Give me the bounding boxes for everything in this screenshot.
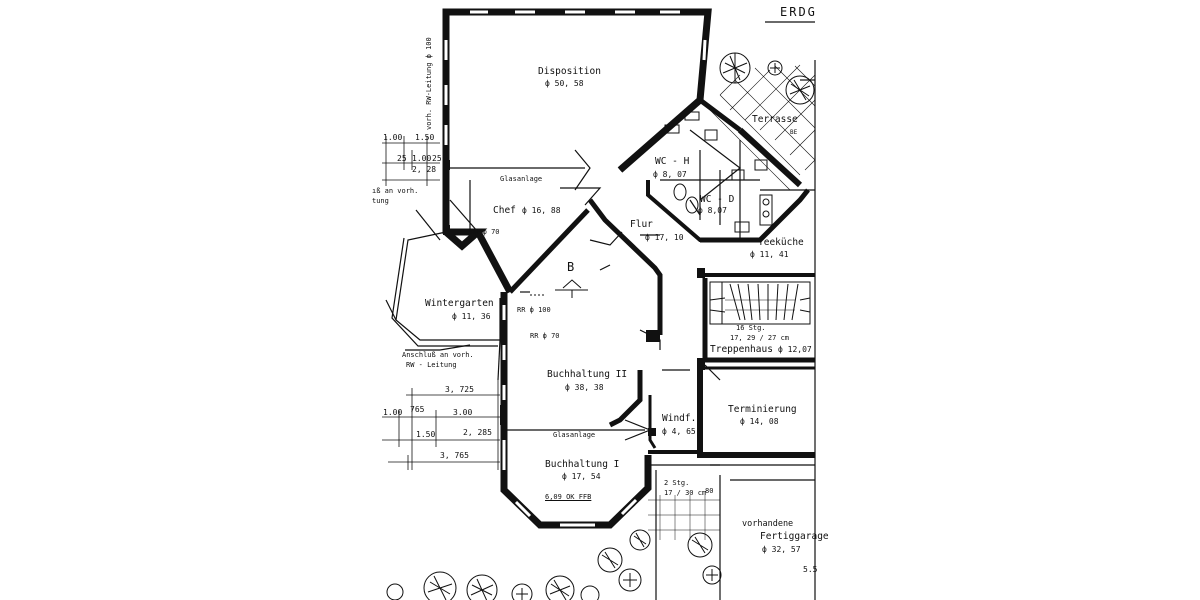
interior-lines bbox=[385, 79, 815, 600]
room-buchhaltung2-name: Buchhaltung II bbox=[547, 369, 628, 380]
room-buchhaltung1-name: Buchhaltung I bbox=[545, 459, 620, 470]
dim-9: 765 bbox=[410, 405, 425, 414]
stairs-count-label: 16 Stg. bbox=[736, 324, 766, 332]
dim-4: 1.00 bbox=[412, 154, 432, 163]
rr-70-label-b: RR ф 70 bbox=[530, 332, 560, 340]
entry-steps-label: 2 Stg. bbox=[664, 479, 690, 487]
room-chef-name: Chef bbox=[493, 205, 516, 216]
terrace-tiling bbox=[709, 64, 816, 191]
room-terminierung-name: Terminierung bbox=[728, 404, 797, 415]
dim-6: 2, 28 bbox=[412, 165, 437, 174]
section-marker-label: B bbox=[567, 260, 575, 274]
dim-7: 3, 725 bbox=[445, 385, 474, 394]
room-garage-area: ф 32, 57 bbox=[762, 545, 801, 554]
anschluss-label-line2: RW - Leitung bbox=[406, 361, 457, 369]
anschluss-top-line1: ıß an vorh. bbox=[372, 187, 419, 195]
staircase bbox=[709, 281, 811, 325]
room-treppenhaus-area: ф 12,07 bbox=[778, 345, 812, 354]
drawing-title: ERDG bbox=[780, 5, 817, 19]
dim-8: 1.00 bbox=[383, 408, 403, 417]
room-teekueche-name: Teeküche bbox=[758, 237, 804, 248]
room-disposition-name: Disposition bbox=[538, 66, 601, 77]
rw-pipe-vertical-note: vorh. RW-Leitung ф 100 bbox=[425, 37, 433, 130]
room-windf-name: Windf. bbox=[662, 413, 697, 424]
dimension-lines-left bbox=[382, 136, 500, 470]
dim-5: 25 bbox=[432, 154, 442, 163]
dim-11: 1.50 bbox=[416, 430, 436, 439]
dim-13: 3, 765 bbox=[440, 451, 469, 460]
entry-dim-label: 80 bbox=[705, 487, 714, 495]
dim-1: 1.00 bbox=[383, 133, 403, 142]
rr-100-label: RR ф 100 bbox=[517, 306, 551, 314]
room-treppenhaus-name: Treppenhaus bbox=[710, 344, 773, 355]
room-wc-d-name: WC - D bbox=[700, 194, 735, 205]
room-terrasse-note: BE bbox=[790, 129, 798, 136]
room-terrasse-name: Terrasse bbox=[752, 114, 798, 125]
exterior-walls bbox=[442, 8, 816, 600]
room-buchhaltung1-area: ф 17, 54 bbox=[562, 472, 601, 481]
room-buchhaltung1-level: 6,09 OK FFB bbox=[545, 493, 592, 501]
entry-steps-dim-label: 17 / 30 cm bbox=[664, 489, 707, 497]
wc-fixtures bbox=[664, 111, 773, 233]
room-terminierung-area: ф 14, 08 bbox=[740, 417, 779, 426]
dim-3: 25 bbox=[397, 154, 407, 163]
room-wc-d-area: ф 8,07 bbox=[698, 206, 727, 215]
room-buchhaltung2-area: ф 38, 38 bbox=[565, 383, 604, 392]
glasanlage-bottom-label: Glasanlage bbox=[553, 431, 596, 439]
section-marker-symbol bbox=[530, 279, 588, 298]
stairs-dim-label: 17, 29 / 27 cm bbox=[730, 334, 790, 342]
room-garage-line1: vorhandene bbox=[742, 519, 794, 529]
room-wintergarten-name: Wintergarten bbox=[425, 298, 494, 309]
room-windf-area: ф 4, 65 bbox=[662, 427, 696, 436]
rr-70-label-a: RR ф 70 bbox=[470, 228, 500, 236]
room-teekueche-area: ф 11, 41 bbox=[750, 250, 789, 259]
dim-2: 1.50 bbox=[415, 133, 435, 142]
entrance-paving bbox=[648, 495, 720, 540]
dim-14: 5.5 bbox=[803, 565, 818, 574]
room-disposition-area: ф 50, 58 bbox=[545, 79, 584, 88]
room-wc-h-area: ф 8, 07 bbox=[653, 170, 687, 179]
glasanlage-top-label: Glasanlage bbox=[500, 175, 543, 183]
room-flur-name: Flur bbox=[630, 219, 653, 230]
dim-12: 2, 285 bbox=[463, 428, 492, 437]
window-marks bbox=[443, 160, 705, 436]
anschluss-label-line1: Anschluß an vorh. bbox=[402, 351, 474, 359]
plants bbox=[386, 52, 815, 600]
anschluss-top-line2: tung bbox=[372, 197, 389, 205]
dim-10: 3.00 bbox=[453, 408, 473, 417]
room-flur-area: ф 17, 10 bbox=[645, 233, 684, 242]
room-wintergarten-area: ф 11, 36 bbox=[452, 312, 491, 321]
room-garage-line2: Fertiggarage bbox=[760, 531, 829, 542]
room-chef-area: ф 16, 88 bbox=[522, 206, 561, 215]
room-wc-h-name: WC - H bbox=[655, 156, 690, 167]
